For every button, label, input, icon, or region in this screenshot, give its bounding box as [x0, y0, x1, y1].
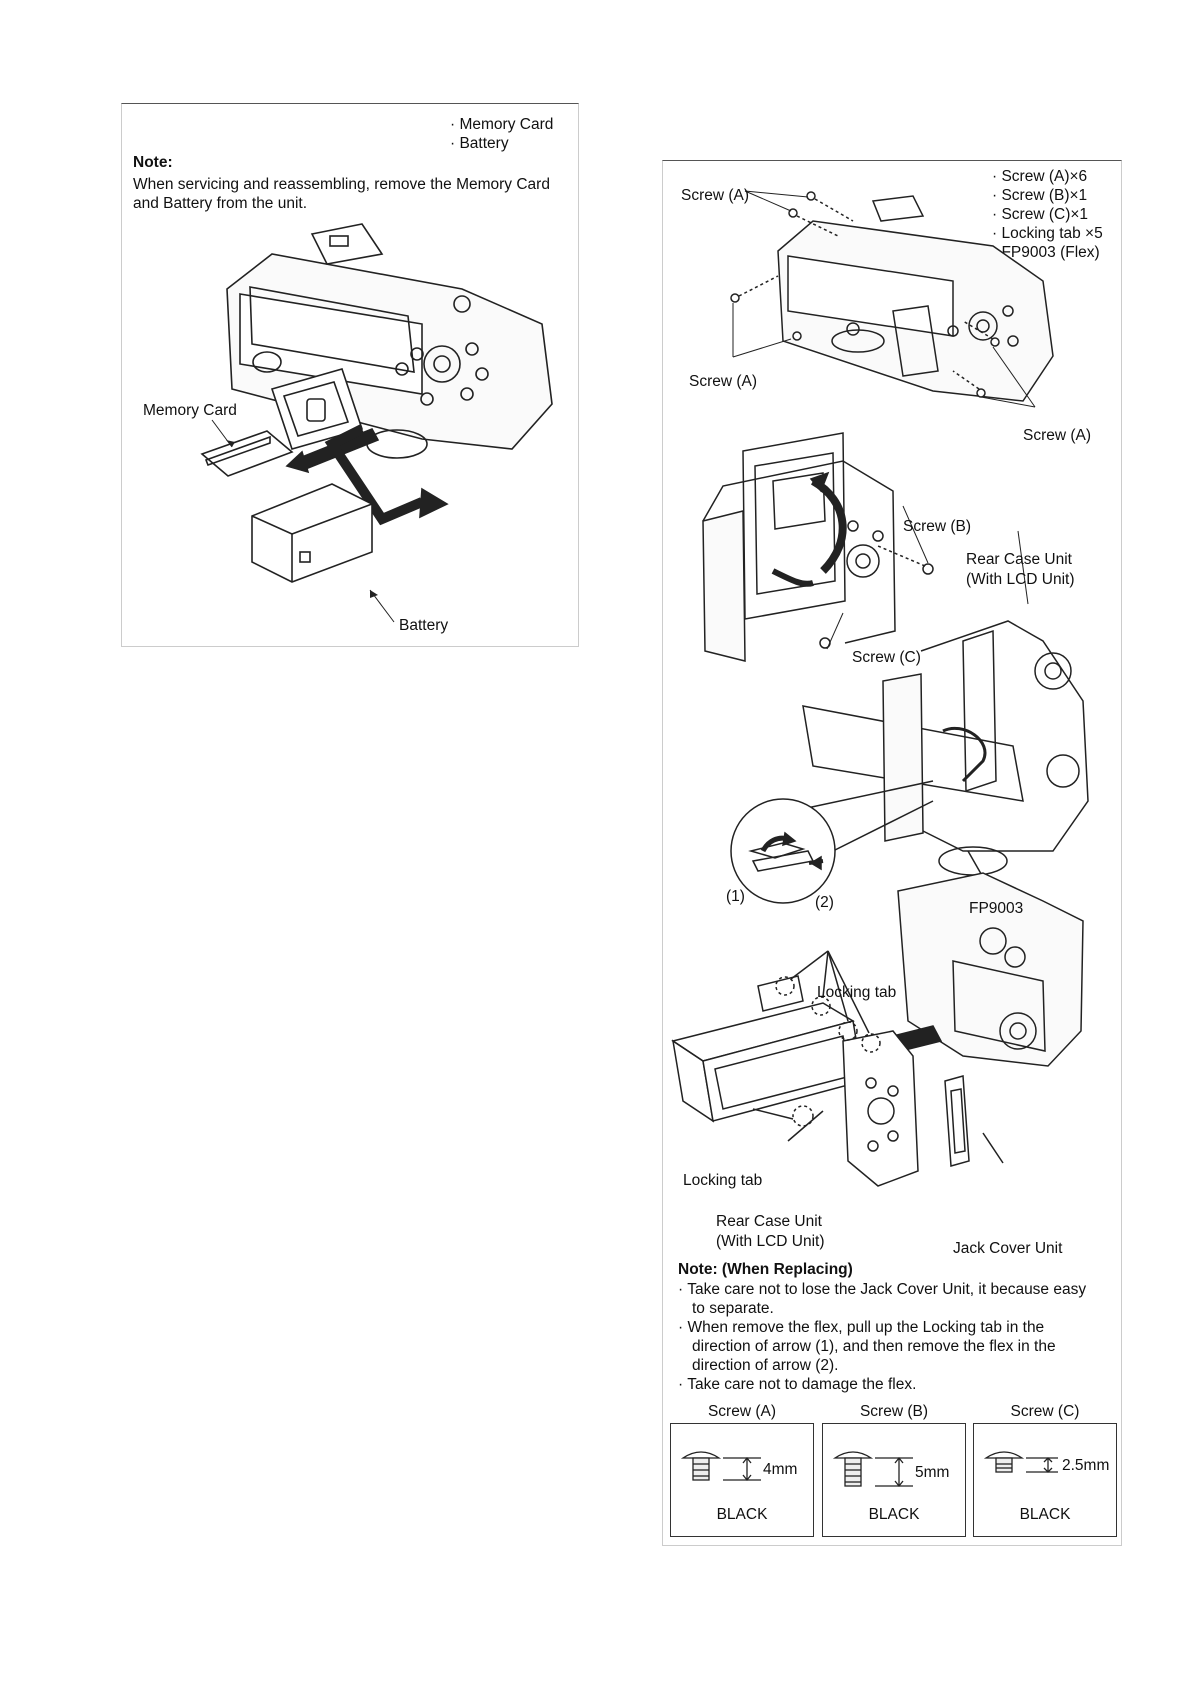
- part-item: FP9003 (Flex): [992, 243, 1103, 262]
- left-panel: Memory Card Battery Note: When servicing…: [121, 103, 579, 647]
- callout-rear-case-1b: (With LCD Unit): [966, 571, 1075, 588]
- screw-a-color: BLACK: [716, 1506, 768, 1523]
- left-parts-list: Memory Card Battery: [450, 115, 553, 153]
- callout-screw-a-top: Screw (A): [681, 187, 750, 204]
- right-parts-list: Screw (A)×6 Screw (B)×1 Screw (C)×1 Lock…: [992, 167, 1103, 262]
- callout-step-1: (1): [726, 888, 745, 905]
- callout-screw-c: Screw (C): [852, 649, 921, 666]
- disassembly-illustration: [663, 161, 1121, 1261]
- disassembly-drawing: [671, 190, 1089, 1187]
- screw-a-length: 4mm: [763, 1461, 798, 1478]
- callout-locking-tab-top: Locking tab: [817, 984, 897, 1001]
- callout-battery: Battery: [399, 617, 449, 634]
- screw-a-icon: [680, 1451, 761, 1482]
- callout-jack-cover: Jack Cover Unit: [953, 1240, 1063, 1257]
- callout-step-2: (2): [815, 894, 834, 911]
- part-item: Screw (C)×1: [992, 205, 1103, 224]
- callout-fp9003: FP9003: [969, 900, 1024, 917]
- part-item: Screw (A)×6: [992, 167, 1103, 186]
- screw-c-header: Screw (C): [1010, 1403, 1080, 1420]
- screw-a-box: 4mm BLACK: [670, 1423, 814, 1537]
- screw-b-color: BLACK: [868, 1506, 920, 1523]
- callout-rear-case-2b: (With LCD Unit): [716, 1233, 825, 1250]
- replacing-note-body: · Take care not to lose the Jack Cover U…: [678, 1281, 1087, 1393]
- part-item: Battery: [450, 134, 553, 153]
- callout-screw-b: Screw (B): [903, 518, 972, 535]
- screw-b-length: 5mm: [915, 1464, 950, 1481]
- replacing-note-title: Note: (When Replacing): [678, 1261, 853, 1278]
- screw-b-icon: [832, 1451, 913, 1488]
- callout-screw-a-right: Screw (A): [1023, 427, 1092, 444]
- callout-screw-a-left: Screw (A): [689, 373, 758, 390]
- screw-c-length: 2.5mm: [1062, 1457, 1110, 1474]
- part-item: Locking tab ×5: [992, 224, 1102, 243]
- right-panel: Screw (A)×6 Screw (B)×1 Screw (C)×1 Lock…: [662, 160, 1122, 1546]
- callout-memory-card: Memory Card: [143, 402, 237, 419]
- note-title: Note:: [133, 154, 173, 171]
- part-item: Screw (B)×1: [992, 186, 1103, 205]
- screw-c-box: 2.5mm BLACK: [973, 1423, 1117, 1537]
- note-text: When servicing and reassembling, remove …: [133, 176, 550, 212]
- part-item: Memory Card: [450, 115, 553, 134]
- screw-c-icon: [983, 1451, 1058, 1473]
- callout-rear-case-1: Rear Case Unit: [966, 551, 1072, 568]
- screw-b-box: 5mm BLACK: [822, 1423, 966, 1537]
- camera-drawing: [200, 223, 553, 623]
- screw-a-header: Screw (A): [707, 1403, 777, 1420]
- callout-rear-case-2: Rear Case Unit: [716, 1213, 822, 1230]
- screw-b-header: Screw (B): [859, 1403, 929, 1420]
- screw-c-color: BLACK: [1019, 1506, 1071, 1523]
- callout-locking-tab-bottom: Locking tab: [683, 1172, 763, 1189]
- camera-battery-illustration: [122, 104, 578, 646]
